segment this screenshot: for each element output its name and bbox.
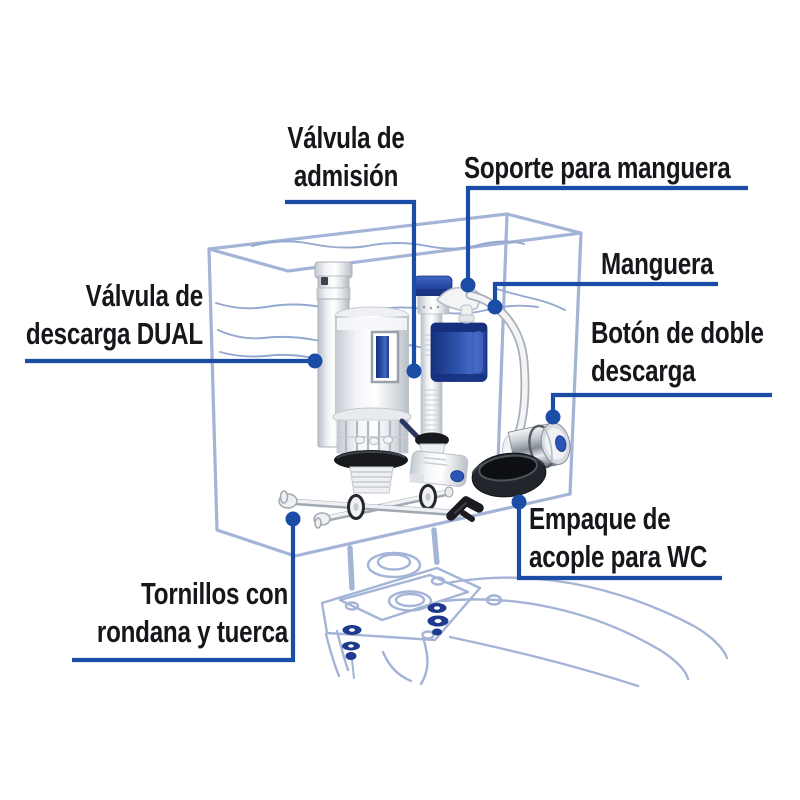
anchor-dot-soporte-manguera	[460, 277, 476, 293]
fill-valve-illustration	[409, 275, 488, 487]
label-line: Manguera	[601, 246, 714, 281]
label-line: Tornillos con	[141, 576, 288, 611]
anchor-dot-valvula-admision	[406, 363, 422, 379]
anchor-dot-valvula-descarga	[307, 353, 323, 369]
label-line: descarga DUAL	[25, 316, 203, 351]
label-line: Empaque de	[529, 501, 671, 536]
label-line: Válvula de	[85, 278, 204, 313]
leader-line-soporte-manguera	[465, 185, 748, 285]
label-line: admisión	[293, 158, 399, 193]
label-line: rondana y tuerca	[96, 614, 288, 649]
label-empaque-acople: Empaque de acople para WC	[529, 500, 707, 576]
label-boton-doble-descarga: Botón de doble descarga	[591, 314, 764, 390]
tank-outline	[207, 212, 583, 558]
anchor-dot-manguera	[487, 299, 503, 315]
label-valvula-admision: Válvula de admisión	[268, 119, 424, 195]
label-valvula-descarga-dual: Válvula de descarga DUAL	[26, 277, 203, 353]
label-line: acople para WC	[529, 539, 708, 574]
bolts-illustration	[278, 484, 462, 529]
toilet-bowl-sketch	[320, 527, 729, 688]
anchor-dot-tornillos	[285, 511, 301, 527]
label-manguera: Manguera	[601, 245, 714, 283]
label-soporte-manguera: Soporte para manguera	[464, 149, 731, 187]
label-line: descarga	[591, 353, 696, 388]
bowl-washers-nuts	[342, 603, 449, 660]
gasket-illustration	[471, 452, 547, 498]
angle-piece-illustration	[446, 496, 484, 522]
label-tornillos: Tornillos con rondana y tuerca	[97, 575, 288, 651]
label-line: Botón de doble	[591, 315, 764, 350]
leader-line-tornillos	[72, 519, 296, 663]
label-line: Soporte para manguera	[464, 150, 731, 185]
anchor-dot-boton	[545, 409, 561, 425]
leader-line-manguera	[492, 281, 718, 306]
leader-line-valvula-admision	[285, 199, 417, 371]
anchor-dot-empaque	[511, 494, 527, 510]
leader-line-boton	[550, 392, 772, 417]
flush-valve-illustration	[314, 261, 412, 494]
leader-line-empaque	[516, 502, 722, 581]
label-line: Válvula de	[287, 120, 405, 155]
